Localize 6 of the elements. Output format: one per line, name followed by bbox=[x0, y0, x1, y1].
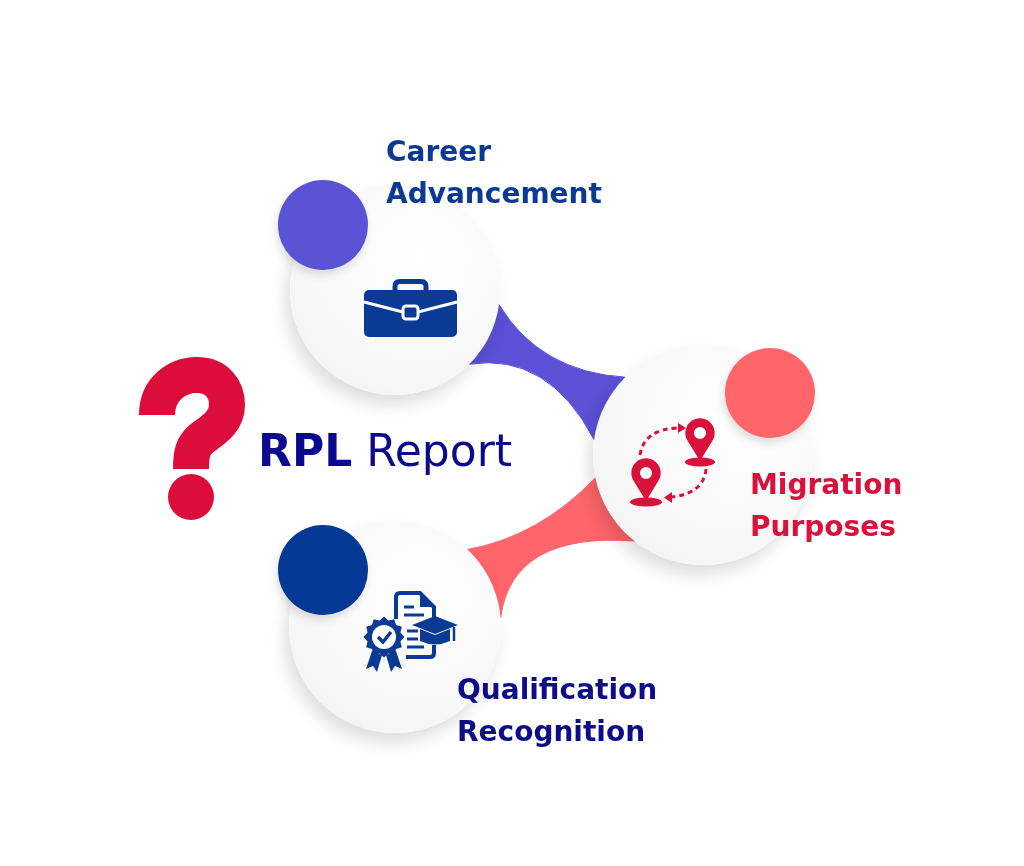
feature-title: Migration Purposes bbox=[750, 467, 904, 545]
hub-title: RPL Report bbox=[258, 423, 512, 479]
feature-title: Career Advancement bbox=[386, 134, 603, 212]
connector-band bbox=[466, 477, 635, 619]
connector-band bbox=[468, 304, 626, 441]
feature-title: Qualification Recognition bbox=[457, 672, 659, 750]
